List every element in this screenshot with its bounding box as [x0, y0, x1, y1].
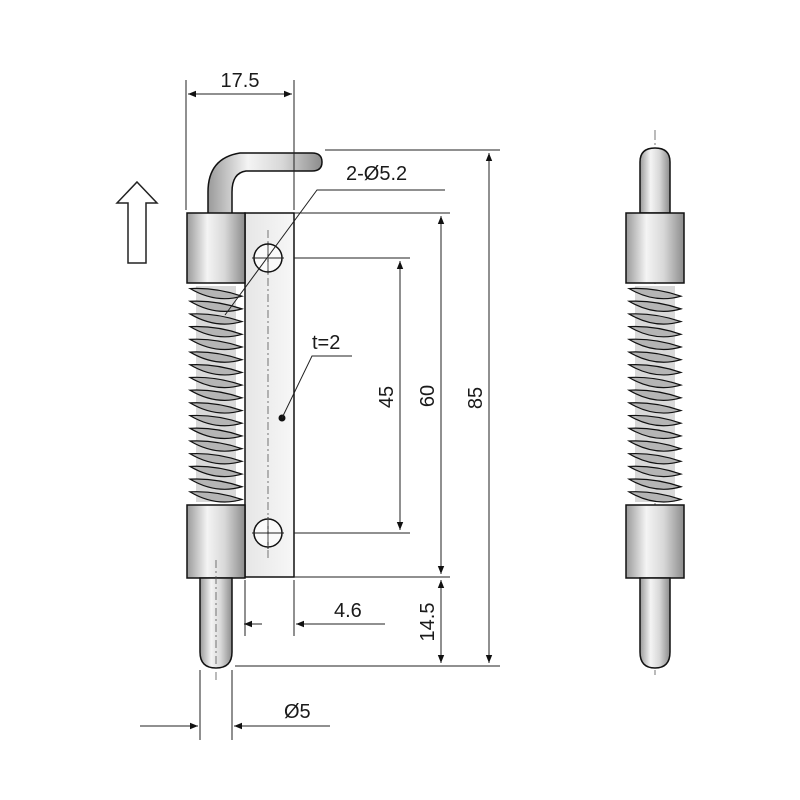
side-top-pin — [639, 147, 671, 214]
spring-coil — [626, 491, 683, 503]
spring-coil — [626, 402, 683, 414]
bottom-pin — [199, 577, 233, 669]
dim-width-top: 17.5 — [221, 70, 260, 92]
up-arrow-icon — [115, 180, 159, 264]
spring-coil — [187, 452, 244, 465]
dim-thickness: t=2 — [312, 332, 340, 354]
spring-coil — [626, 287, 683, 300]
spring — [187, 286, 244, 503]
dim-pin-diameter: Ø5 — [284, 701, 311, 723]
plate — [244, 212, 295, 578]
spring-coil — [626, 427, 683, 440]
spring-coil — [187, 402, 244, 414]
spring-coil — [626, 452, 683, 465]
spring-coil — [187, 427, 244, 440]
dimension-lines — [140, 80, 500, 740]
side-top-sleeve — [625, 212, 685, 284]
dim-plate-offset: 4.6 — [334, 600, 362, 622]
spring-coil — [187, 351, 244, 363]
spring-coil — [187, 440, 244, 452]
dim-overall-length: 85 — [465, 387, 487, 409]
spring-coil — [626, 376, 683, 389]
front-view — [186, 152, 323, 669]
spring-coil — [626, 465, 683, 478]
spring-coil — [626, 389, 683, 401]
dim-pin-extension: 14.5 — [417, 603, 439, 642]
spring-coil — [187, 478, 244, 490]
dim-hole-spacing: 45 — [376, 386, 398, 408]
spring-coil — [626, 364, 683, 376]
spring-coil — [626, 351, 683, 363]
spring-coil — [626, 414, 683, 427]
spring-coil — [187, 465, 244, 478]
spring-coil — [187, 376, 244, 389]
spring-coil — [626, 338, 683, 351]
spring-coil — [626, 325, 683, 338]
top-sleeve — [186, 212, 246, 284]
spring-coil — [187, 287, 244, 300]
side-bottom-sleeve — [625, 504, 685, 579]
mounting-hole-bottom — [252, 517, 284, 549]
spring-coil — [187, 338, 244, 351]
spring-coil — [626, 313, 683, 325]
spring-coil — [187, 414, 244, 427]
spring-coil — [626, 478, 683, 490]
side-view — [625, 130, 685, 675]
spring-coil — [626, 300, 683, 312]
side-spring — [626, 286, 683, 503]
side-bottom-pin — [639, 577, 671, 669]
spring-coil — [187, 313, 244, 325]
spring-coil — [187, 491, 244, 503]
spring-coil — [187, 364, 244, 376]
spring-coil — [187, 389, 244, 401]
dim-plate-length: 60 — [417, 385, 439, 407]
dim-hole-callout: 2-Ø5.2 — [346, 163, 407, 185]
spring-coil — [626, 440, 683, 452]
spring-coil — [187, 325, 244, 338]
